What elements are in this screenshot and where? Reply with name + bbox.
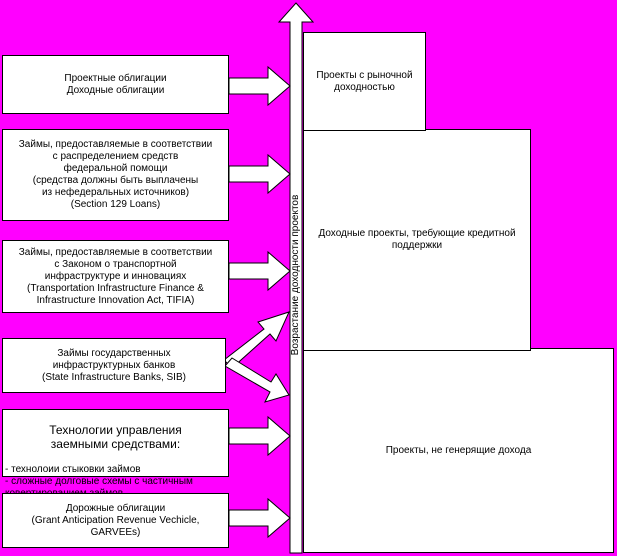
instrument-box-sib: Займы государственных инфраструктурных б… [2, 338, 226, 393]
arrow-bonds [228, 65, 291, 107]
arrow-tifia [228, 250, 291, 292]
axis-label: Возрастание доходности проектов [290, 194, 301, 356]
debt-tech-title: Технологии управления заемными средствам… [49, 423, 182, 451]
instrument-box-garvee: Дорожные облигации (Grant Anticipation R… [2, 493, 229, 548]
project-box-credit-support: Доходные проекты, требующие кредитной по… [303, 129, 531, 351]
arrow-debt-tech [228, 415, 291, 457]
arrow-sib-down [224, 357, 290, 403]
axis-arrow [277, 2, 315, 554]
arrow-garvee [228, 497, 291, 539]
instrument-box-debt-tech: Технологии управления заемными средствам… [2, 409, 229, 499]
arrow-section129 [228, 153, 291, 195]
project-box-unsupported: Проекты, не генерящие дохода [303, 348, 614, 553]
instrument-box-tifia: Займы, предоставляемые в соответствии с … [2, 240, 229, 313]
instrument-box-project-bonds: Проектные облигации Доходные облигации [2, 55, 229, 114]
project-box-market-return: Проекты с рыночной доходностью [303, 32, 426, 131]
instrument-box-section129: Займы, предоставляемые в соответствии с … [2, 129, 229, 221]
